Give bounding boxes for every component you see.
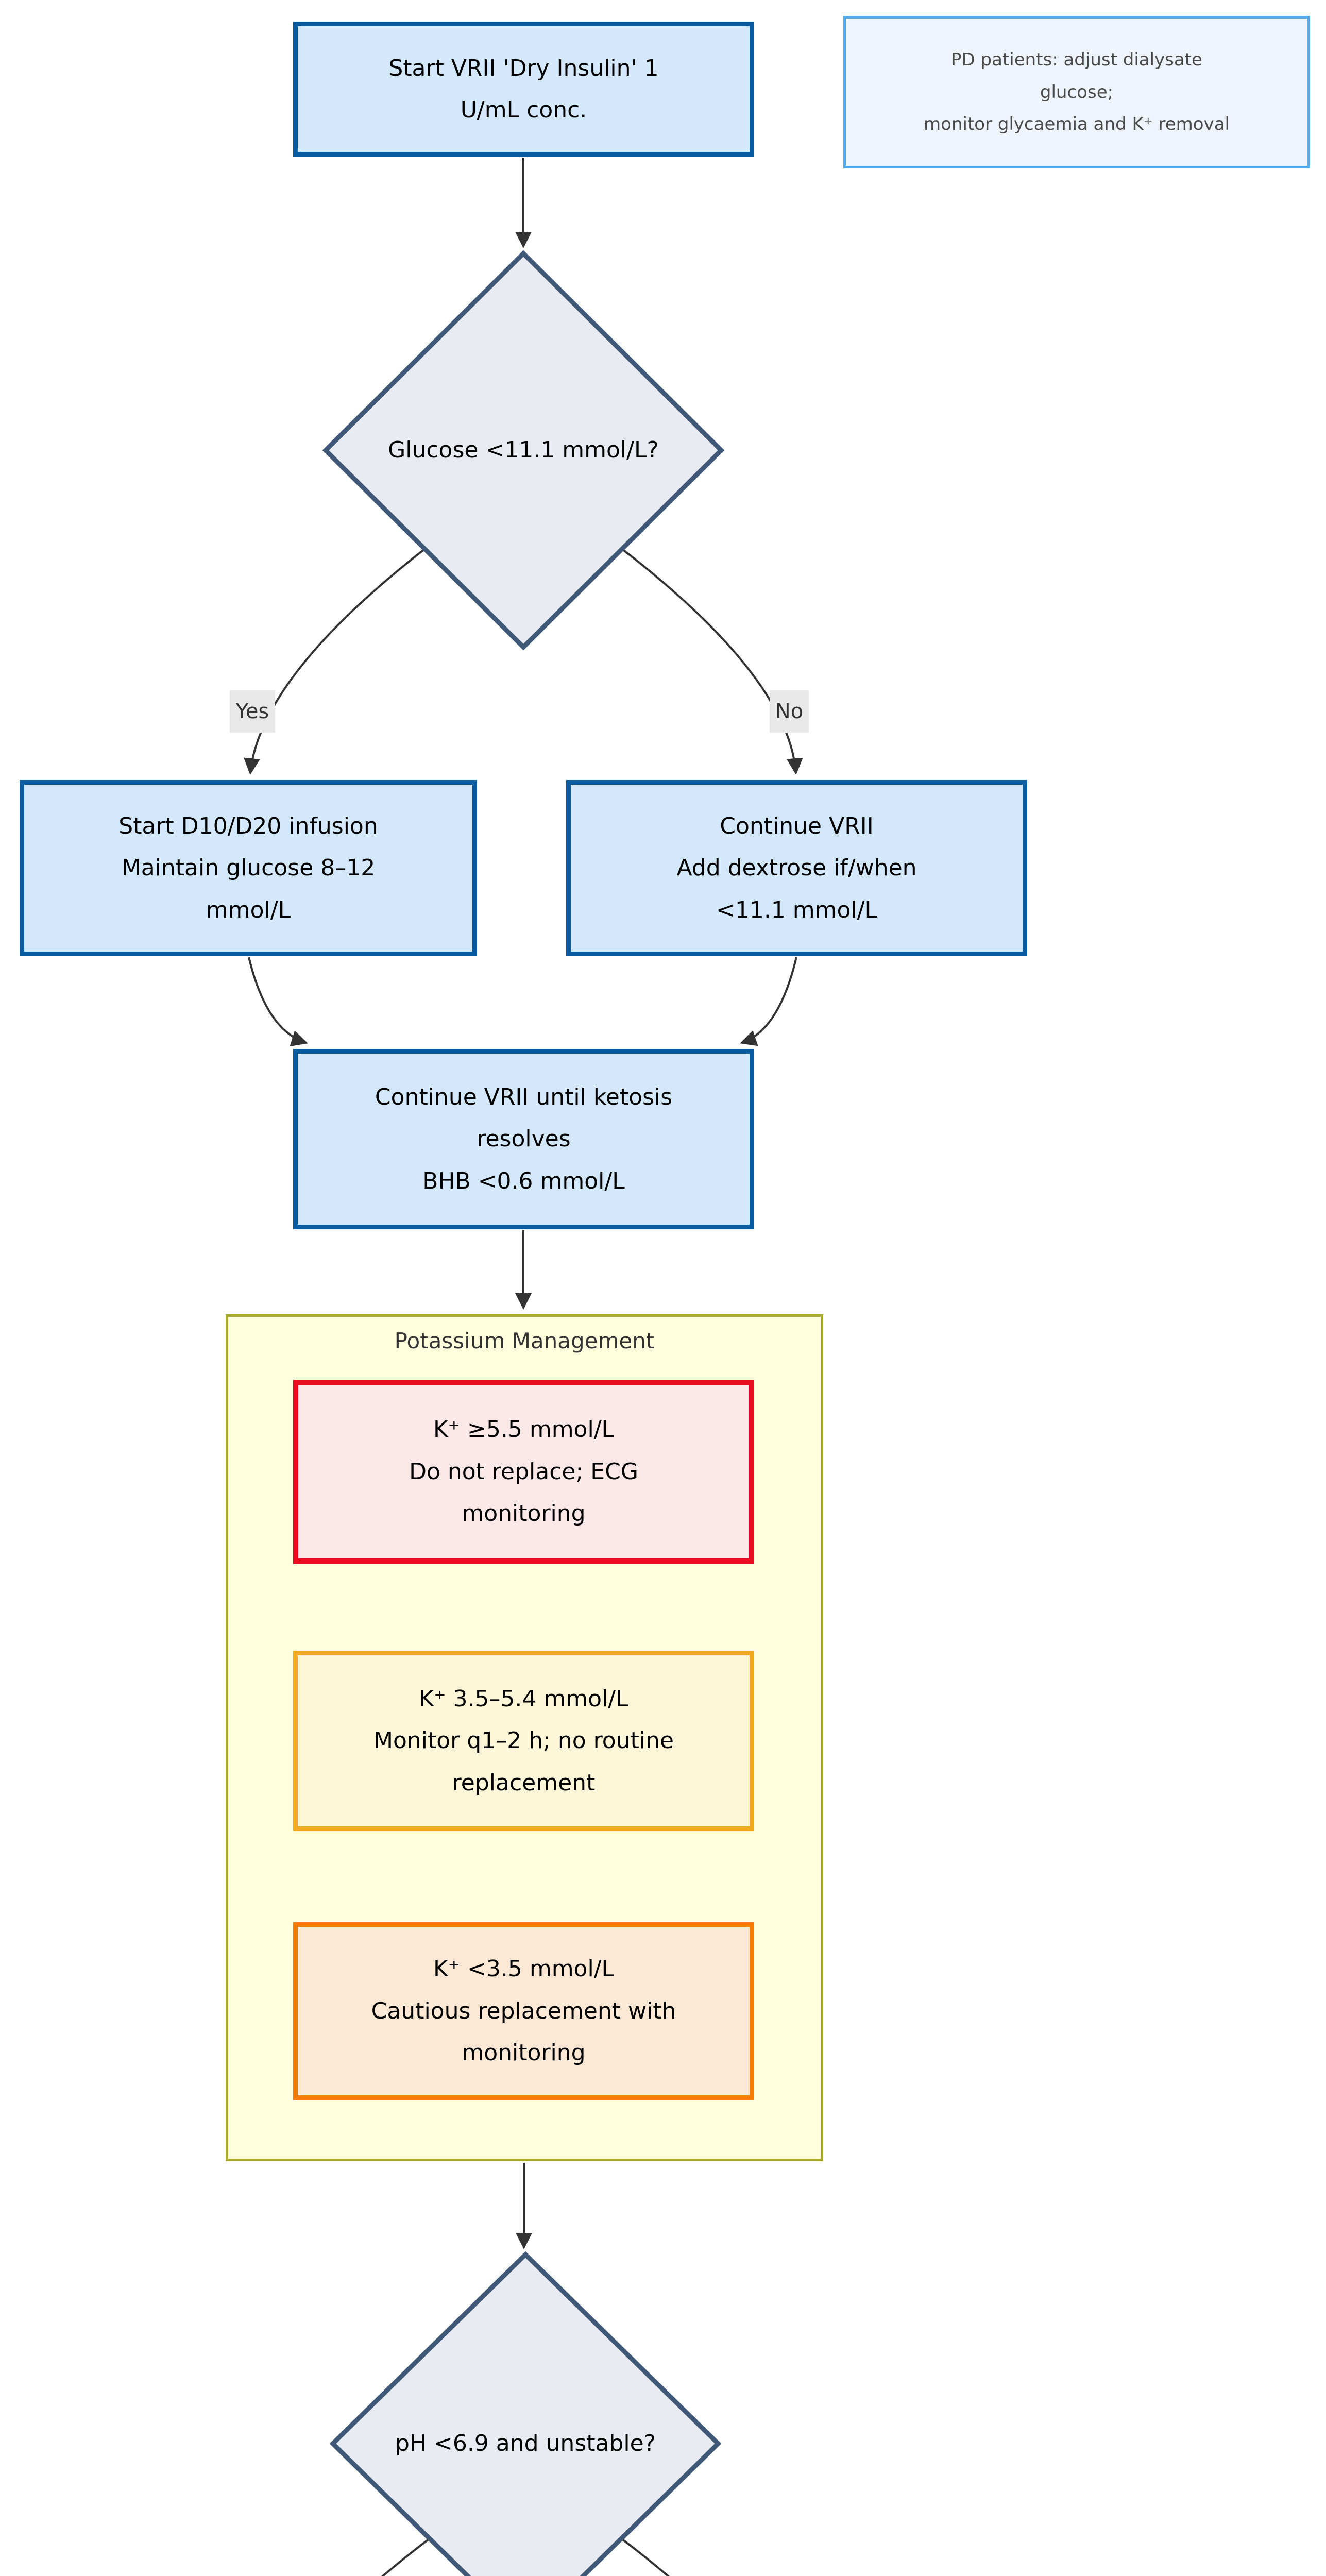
glucose-decision-diamond — [322, 250, 725, 651]
edge-ph-yes-to-bicarbonate — [381, 2538, 430, 2576]
k-low-node: K⁺ <3.5 mmol/L Cautious replacement with… — [293, 1922, 754, 2100]
k-high-node: K⁺ ≥5.5 mmol/L Do not replace; ECG monit… — [293, 1380, 754, 1564]
edge-d10-to-until-ketosis — [248, 957, 308, 1046]
glucose-yes-label: Yes — [230, 690, 275, 733]
until-ketosis-node: Continue VRII until ketosis resolves BHB… — [293, 1049, 754, 1229]
pd-patients-note: PD patients: adjust dialysate glucose; m… — [843, 16, 1310, 168]
start-vrii-node: Start VRII 'Dry Insulin' 1 U/mL conc. — [293, 22, 754, 157]
k-mid-node: K⁺ 3.5–5.4 mmol/L Monitor q1–2 h; no rou… — [293, 1651, 754, 1831]
ph-decision-diamond — [329, 2251, 722, 2576]
edge-glucose-yes-to-d10 — [243, 548, 426, 775]
continue-vrii-node: Continue VRII Add dextrose if/when <11.1… — [566, 780, 1027, 956]
d10-infusion-node: Start D10/D20 infusion Maintain glucose … — [20, 780, 477, 956]
edge-continue-vrii-to-until-ketosis — [740, 957, 797, 1046]
edge-ph-no-to-dialysis — [621, 2538, 670, 2576]
potassium-management-title: Potassium Management — [394, 1328, 655, 1353]
edge-glucose-no-to-continue-vrii — [621, 548, 803, 775]
glucose-no-label: No — [770, 690, 809, 733]
